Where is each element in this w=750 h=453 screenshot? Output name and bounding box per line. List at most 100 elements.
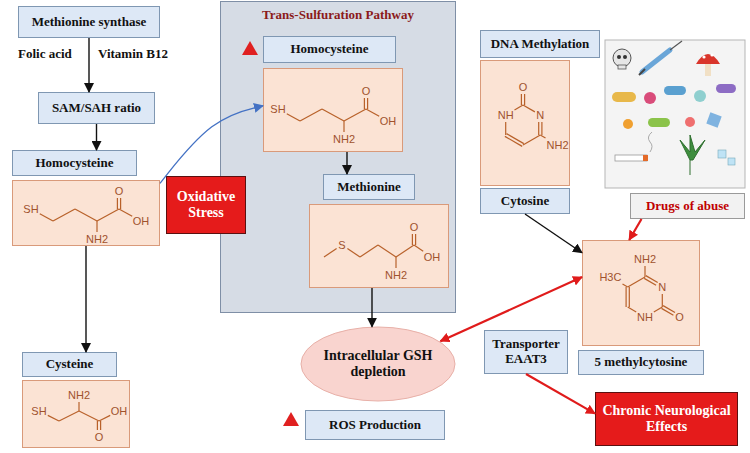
atom-label: SH <box>270 104 285 115</box>
process-box: Transporter EAAT3 <box>484 330 568 374</box>
structure-panel: ONHNNH2 <box>480 60 570 186</box>
bond-line <box>40 214 53 221</box>
box-label: Intracellular GSH depletion <box>322 348 434 380</box>
bond-line <box>654 307 663 312</box>
bond-line <box>343 121 344 132</box>
bond-line <box>541 122 542 135</box>
arrow-connector <box>346 152 347 174</box>
bond-line <box>623 284 628 287</box>
bond-line <box>78 402 79 411</box>
atom-label: SH <box>31 406 46 417</box>
bond-line <box>344 109 366 121</box>
arrow-connector <box>440 277 582 341</box>
bond-line <box>662 294 663 307</box>
box-label: Methionine synthase <box>32 15 146 30</box>
bond-line <box>97 209 119 221</box>
bond-line <box>119 209 132 216</box>
structure-panel: NH2H3CNNHO <box>582 240 700 346</box>
bond-line <box>646 276 658 283</box>
bond-line <box>97 421 98 430</box>
atom-label: OH <box>380 116 397 127</box>
bond-line <box>324 249 337 257</box>
bond-line <box>75 209 97 221</box>
box-label: Cytosine <box>501 194 549 209</box>
bond-line <box>415 234 416 245</box>
atom-label: O <box>362 86 371 97</box>
bond-line <box>100 421 101 430</box>
process-box: Cysteine <box>22 352 117 377</box>
arrow-connector <box>160 106 263 184</box>
box-label: Chronic Neurological Effects <box>600 403 733 435</box>
bond-line <box>412 234 413 245</box>
atom-label: H3C <box>599 272 621 283</box>
atom-label: OH <box>424 252 441 263</box>
box-label: Homocysteine <box>291 42 369 57</box>
bond-line <box>524 94 525 105</box>
bond-line <box>625 287 626 307</box>
atom-label: N <box>536 110 544 121</box>
bond-line <box>364 98 365 109</box>
bond-line <box>347 249 360 257</box>
structure-panel: SOOHNH2 <box>309 204 449 288</box>
box-label: ROS Production <box>329 418 421 433</box>
bond-line <box>395 257 396 268</box>
bond-line <box>53 209 75 221</box>
bond-line <box>99 415 110 421</box>
process-box: DNA Methylation <box>480 30 600 58</box>
arrow-connector <box>88 38 89 92</box>
atom-label: NH2 <box>333 134 355 145</box>
bond-line <box>505 122 506 135</box>
bond-line <box>322 109 344 121</box>
free-label: Folic acid <box>18 46 72 62</box>
bond-line <box>538 122 539 135</box>
bond-line <box>523 135 540 145</box>
bond-line <box>59 411 79 421</box>
box-label: Oxidative Stress <box>171 189 241 221</box>
box-label: Transporter EAAT3 <box>489 337 563 367</box>
bond-line <box>48 415 59 421</box>
bond-line <box>629 287 630 307</box>
box-label: Methionine <box>337 180 401 195</box>
atom-label: OH <box>111 406 128 417</box>
atom-label: NH2 <box>385 270 407 281</box>
bond-line <box>120 198 121 209</box>
bond-line <box>507 134 524 144</box>
alert-box: Chronic Neurological Effects <box>595 392 738 446</box>
box-label: Cysteine <box>46 357 94 372</box>
bond-line <box>521 94 522 105</box>
box-label: Drugs of abuse <box>646 199 729 214</box>
molecule-bonds <box>481 61 569 185</box>
atom-label: NH2 <box>86 234 108 245</box>
free-label: Vitamin B12 <box>98 46 168 62</box>
drug-illustration <box>605 40 745 188</box>
box-label: 5 methylcytosine <box>595 355 688 370</box>
bond-line <box>523 105 535 112</box>
bond-line <box>96 221 97 232</box>
atom-label: O <box>95 432 104 443</box>
process-box: Cytosine <box>480 188 570 214</box>
process-box: Homocysteine <box>12 150 137 176</box>
bond-line <box>644 278 656 285</box>
structure-panel: SHOOHNH2 <box>12 180 160 246</box>
atom-label: NH2 <box>68 390 90 401</box>
bond-line <box>79 411 99 421</box>
arrow-connector <box>525 214 582 253</box>
atom-label: SH <box>23 204 38 215</box>
arrow-connector <box>96 124 97 150</box>
band-title: Trans-Sulfuration Pathway <box>262 8 414 23</box>
bond-line <box>628 277 645 287</box>
process-box: 5 methylcytosine <box>578 350 704 375</box>
bond-line <box>663 306 675 313</box>
bond-line <box>414 245 423 251</box>
structure-panel: SH NH2O OH <box>22 380 130 448</box>
bond-line <box>661 308 673 315</box>
atom-label: O <box>115 186 124 197</box>
warning-triangle <box>242 41 299 426</box>
bond-line <box>300 109 322 121</box>
arrow-connector <box>371 288 372 327</box>
box-label: SAM/SAH ratio <box>52 101 141 116</box>
process-box: Methionine <box>323 174 415 200</box>
pathway-band: Trans-Sulfuration PathwayHomocysteineSH O… <box>220 1 456 313</box>
